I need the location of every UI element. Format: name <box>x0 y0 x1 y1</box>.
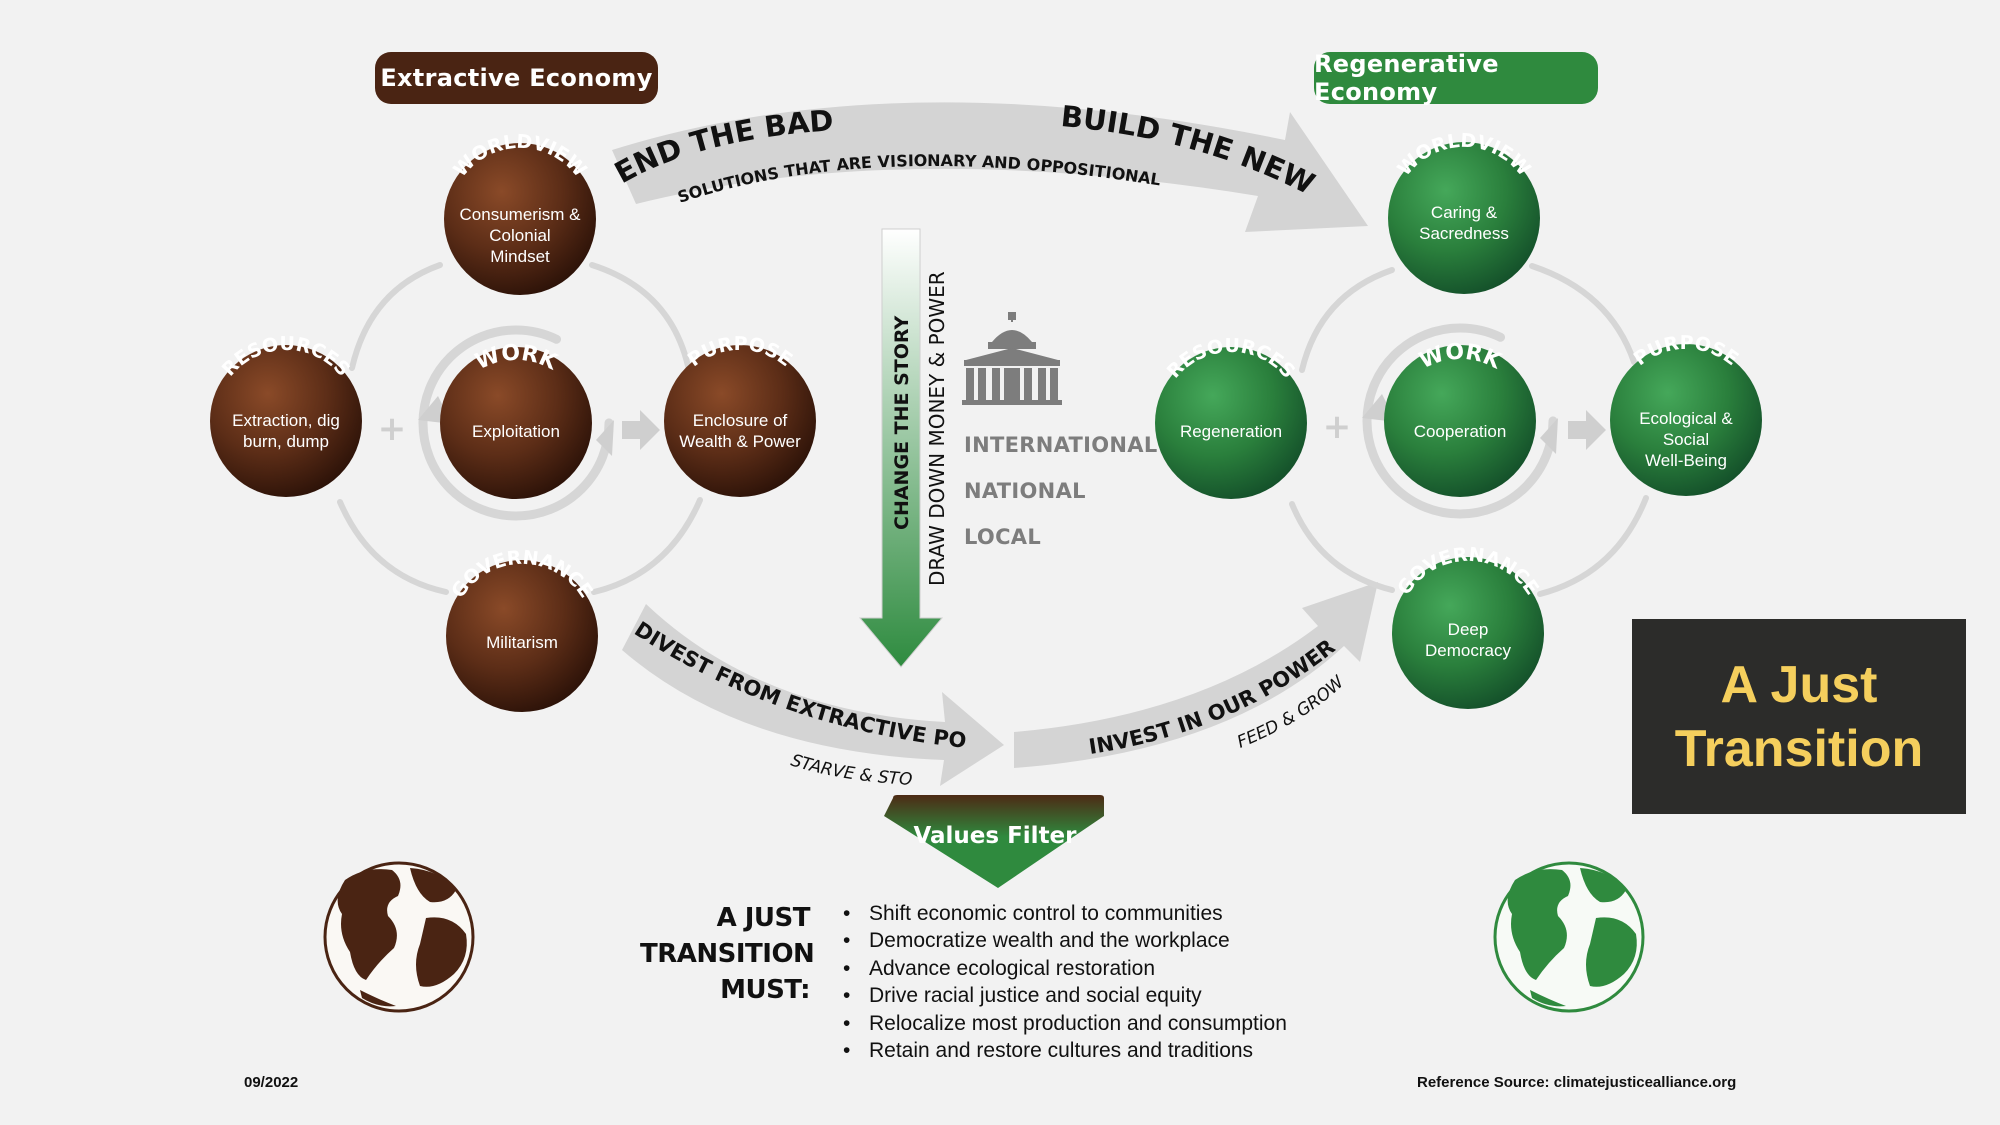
level-international: INTERNATIONAL <box>964 433 1158 457</box>
regenerative-resources-text: Regeneration <box>1179 422 1283 441</box>
list-item: Democratize wealth and the workplace <box>843 927 1287 955</box>
list-item: Retain and restore cultures and traditio… <box>843 1037 1287 1065</box>
extractive-work-text: Exploitation <box>472 422 560 441</box>
invest-arrow: INVEST IN OUR POWER FEED & GROW <box>1014 582 1378 768</box>
change-the-story-text: CHANGE THE STORY <box>891 316 913 530</box>
divest-arrow-shape <box>622 604 1004 786</box>
work-loop-arrowhead-extractive-2 <box>596 420 614 456</box>
regenerative-resources-circle <box>1155 347 1307 499</box>
right-arrow-icon <box>622 410 660 450</box>
level-national: NATIONAL <box>964 479 1086 503</box>
level-local: LOCAL <box>964 525 1042 549</box>
regenerative-work-text: Cooperation <box>1413 422 1507 441</box>
just-transition-box-title: A Just Transition <box>1674 655 1924 778</box>
extractive-worldview-text: Consumerism & Colonial Mindset <box>459 205 581 266</box>
list-item: Relocalize most production and consumpti… <box>843 1010 1287 1038</box>
must-heading: A JUST TRANSITION MUST: <box>640 903 815 1005</box>
date-footer: 09/2022 <box>244 1074 299 1091</box>
regenerative-governance-text: Deep Democracy <box>1425 620 1511 660</box>
story-arrow-shape <box>858 228 944 668</box>
plus-icon: + <box>1323 407 1352 447</box>
draw-down-text: DRAW DOWN MONEY & POWER <box>925 271 949 586</box>
extractive-economy-title: Extractive Economy <box>375 52 658 104</box>
regenerative-circles <box>1155 142 1762 709</box>
extractive-governance-circle <box>446 560 598 712</box>
must-list: Shift economic control to communities De… <box>843 900 1287 1065</box>
regenerative-governance-circle <box>1392 557 1544 709</box>
regenerative-purpose-circle <box>1610 344 1762 496</box>
top-arrow-shape <box>612 102 1368 233</box>
right-arrow-icon <box>1568 410 1606 450</box>
invest-arrow-shape <box>1014 582 1378 768</box>
extractive-circles <box>210 143 816 712</box>
reference-source: Reference Source: climatejusticealliance… <box>1417 1074 1737 1091</box>
earth-globe-icon-green <box>1493 861 1645 1013</box>
extractive-resources-circle <box>210 345 362 497</box>
values-filter-text: Values Filter <box>913 823 1077 849</box>
regenerative-economy-title: Regenerative Economy <box>1314 50 1598 106</box>
change-the-story-arrow: CHANGE THE STORY DRAW DOWN MONEY & POWER <box>858 228 949 668</box>
plus-icon: + <box>378 409 407 449</box>
extractive-purpose-circle <box>664 345 816 497</box>
extractive-cycle-arcs <box>337 262 703 595</box>
list-item: Advance ecological restoration <box>843 955 1287 983</box>
end-bad-build-new-arrow: END THE BAD BUILD THE NEW SOLUTIONS THAT… <box>609 99 1368 233</box>
extractive-worldview-circle <box>444 143 596 295</box>
regenerative-worldview-text: Caring & Sacredness <box>1419 203 1509 243</box>
regenerative-cycle-arcs <box>1289 263 1649 597</box>
list-item: Drive racial justice and social equity <box>843 982 1287 1010</box>
extractive-governance-text: Militarism <box>486 633 558 652</box>
extractive-work-circle <box>440 347 592 499</box>
regenerative-work-circle <box>1384 345 1536 497</box>
regenerative-worldview-circle <box>1388 142 1540 294</box>
regenerative-purpose-text: Ecological & Social Well-Being <box>1639 409 1733 470</box>
work-loop-arrowhead-regenerative-2 <box>1540 418 1558 454</box>
just-transition-box: A Just Transition <box>1632 619 1966 814</box>
values-filter: Values Filter <box>884 795 1104 888</box>
list-item: Shift economic control to communities <box>843 900 1287 928</box>
earth-globe-icon-brown <box>323 861 475 1013</box>
extractive-purpose-text: Enclosure of Wealth & Power <box>679 411 801 451</box>
government-building-icon <box>962 312 1062 405</box>
extractive-resources-text: Extraction, dig burn, dump <box>232 411 340 451</box>
values-filter-shape <box>884 795 1104 888</box>
